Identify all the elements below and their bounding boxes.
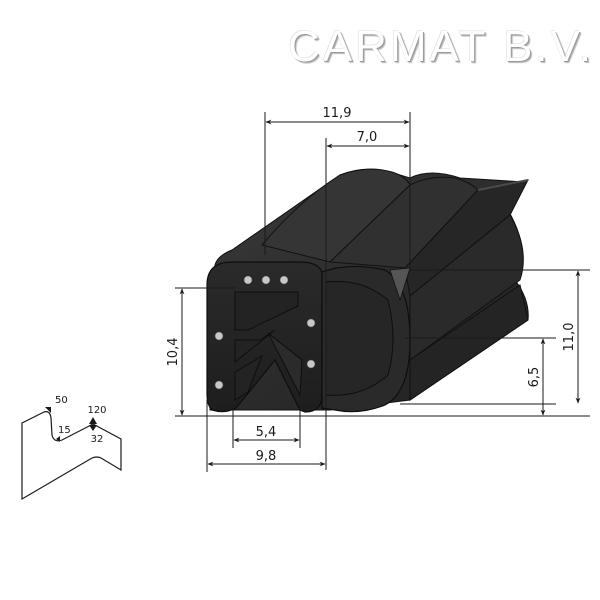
dim-label-overall-width: 11,9: [323, 106, 352, 121]
legend-value-top-right: 120: [87, 405, 106, 416]
legend-value-top-left: 50: [55, 395, 68, 406]
dimension-lines: [175, 112, 590, 472]
seal-cross-section: [206, 261, 411, 413]
metal-insert-dots: [214, 275, 316, 390]
legend-value-inner: 15: [58, 425, 71, 436]
dim-label-base-width: 9,8: [256, 449, 277, 464]
dim-label-bulb-height: 6,5: [527, 367, 542, 388]
dim-label-slot-width: 5,4: [256, 425, 277, 440]
legend-value-bottom-right: 32: [91, 434, 104, 445]
brand-logo: CARMAT B.V.: [288, 22, 595, 71]
dim-label-height-total: 11,0: [562, 323, 577, 352]
dim-label-height-left: 10,4: [166, 338, 181, 367]
dim-label-bulb-width: 7,0: [357, 130, 378, 145]
flange-range-icon: [21, 407, 122, 501]
